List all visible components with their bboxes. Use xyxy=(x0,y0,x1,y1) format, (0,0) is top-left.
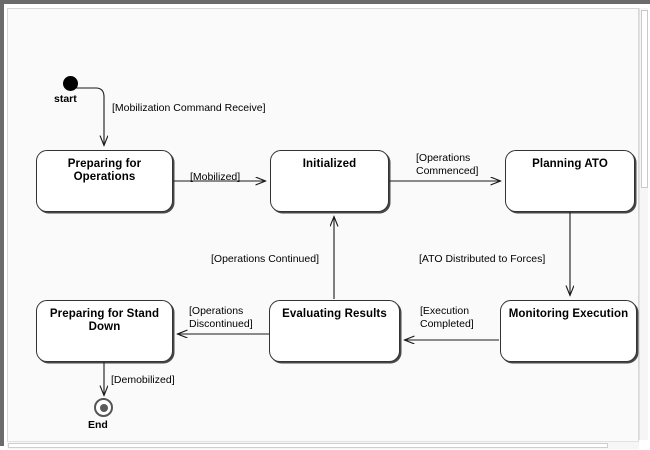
state-preparing-for-operations[interactable]: Preparing for Operations xyxy=(36,150,173,212)
state-label: Monitoring Execution xyxy=(508,308,629,320)
state-monitoring-execution[interactable]: Monitoring Execution xyxy=(500,300,637,362)
initial-state-caption: start xyxy=(54,93,77,105)
window-frame-top xyxy=(0,0,650,4)
final-state-caption: End xyxy=(88,419,108,431)
diagram-surface[interactable] xyxy=(7,8,639,442)
vertical-scrollbar[interactable] xyxy=(639,8,648,440)
state-initialized[interactable]: Initialized xyxy=(270,150,389,212)
state-label: Evaluating Results xyxy=(282,308,387,320)
guard-label-operations-discontinued: [Operations Discontinued] xyxy=(189,305,253,330)
guard-label-operations-continued: [Operations Continued] xyxy=(211,253,319,265)
state-label: Initialized xyxy=(302,158,357,170)
final-state-inner-dot xyxy=(99,403,108,412)
final-state-node[interactable] xyxy=(94,398,113,417)
guard-label-mobilized: [Mobilized] xyxy=(190,171,241,183)
window-frame-left xyxy=(0,0,4,446)
guard-label-ato-distributed-to-forces: [ATO Distributed to Forces] xyxy=(419,253,546,265)
state-preparing-for-stand-down[interactable]: Preparing for Stand Down xyxy=(36,300,173,362)
state-label: Preparing for Stand Down xyxy=(49,308,160,333)
vertical-scrollbar-thumb[interactable] xyxy=(641,10,648,188)
guard-label-operations-commenced: [Operations Commenced] xyxy=(416,152,479,177)
guard-label-execution-completed: [Execution Completed] xyxy=(420,305,474,330)
state-planning-ato[interactable]: Planning ATO xyxy=(505,150,635,212)
state-label: Planning ATO xyxy=(532,158,608,170)
guard-label-mobilization-command-receive: [Mobilization Command Receive] xyxy=(112,102,266,114)
horizontal-scrollbar-thumb[interactable] xyxy=(8,443,608,448)
guard-label-demobilized: [Demobilized] xyxy=(111,374,175,386)
horizontal-scrollbar[interactable] xyxy=(7,441,639,449)
initial-state-node[interactable] xyxy=(63,76,78,91)
state-evaluating-results[interactable]: Evaluating Results xyxy=(269,300,400,362)
state-label: Preparing for Operations xyxy=(67,158,142,183)
